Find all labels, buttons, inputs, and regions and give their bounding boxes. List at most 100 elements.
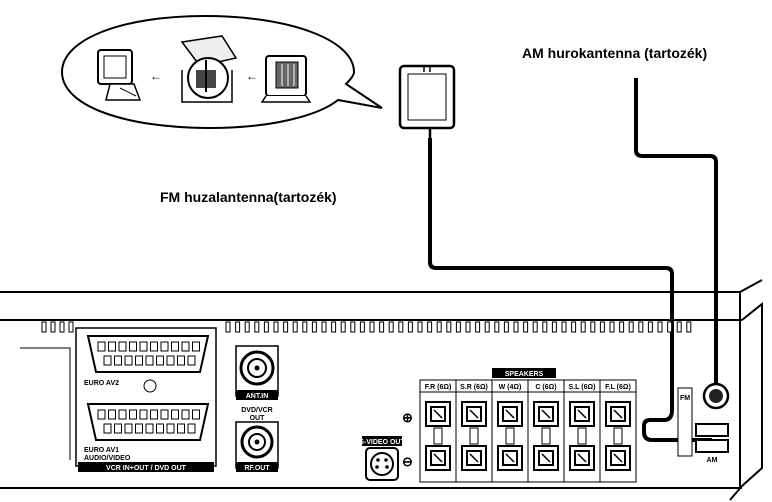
loop-antenna-base-icon xyxy=(260,55,312,103)
s-video-out-label: S-VIDEO OUT xyxy=(359,439,405,446)
antenna-assembly-inset: ← ← xyxy=(60,14,383,130)
ant-in-label: ANT.IN xyxy=(246,393,269,400)
vent-slot xyxy=(532,321,538,333)
vent-slot xyxy=(667,321,673,333)
scart-pin xyxy=(181,409,190,420)
vent-slot xyxy=(388,321,394,333)
vent-slot xyxy=(503,321,509,333)
vent-slot xyxy=(225,321,231,333)
scart-pin xyxy=(177,355,185,366)
scart-pin xyxy=(97,341,106,352)
speaker-terminal-slot xyxy=(613,409,623,419)
am-terminal-label: AM xyxy=(707,457,718,464)
speaker-terminal-slot xyxy=(505,409,515,419)
scart-pin xyxy=(160,409,169,420)
arrow-left-icon: ← xyxy=(150,69,162,83)
scart-pin xyxy=(97,409,106,420)
scart-pin xyxy=(187,423,196,434)
vent-slot xyxy=(436,321,442,333)
scart-pin xyxy=(171,409,179,420)
scart-pin xyxy=(156,423,164,434)
vent-slot xyxy=(302,321,308,333)
vent-slot xyxy=(379,321,385,333)
scart-pin xyxy=(177,423,185,434)
scart-pin xyxy=(187,355,196,366)
vent-slot xyxy=(446,321,452,333)
speaker-terminal-slot xyxy=(433,453,443,463)
euro-av1-label: EURO AV1 xyxy=(84,447,119,454)
vent-slot xyxy=(407,321,413,333)
ventilation-slots xyxy=(41,321,692,333)
speaker-terminal-slot xyxy=(469,453,479,463)
speaker-terminal-slot xyxy=(577,453,587,463)
scart-pin xyxy=(108,409,116,420)
speaker-terminal-link xyxy=(577,427,587,445)
speaker-terminal-link xyxy=(613,427,623,445)
fm-am-antenna-terminals[interactable]: FM AM xyxy=(677,382,730,464)
euro-av2-label: EURO AV2 xyxy=(84,380,119,387)
scart-pin xyxy=(160,341,169,352)
vent-slot xyxy=(513,321,519,333)
receiver-rear-panel xyxy=(0,279,763,501)
vent-slot xyxy=(628,321,634,333)
scart-pin xyxy=(166,355,175,366)
vent-slot xyxy=(657,321,663,333)
scart-pin xyxy=(124,355,133,366)
speaker-terminal-link xyxy=(541,427,551,445)
scart-pin xyxy=(114,423,122,434)
vent-slot xyxy=(273,321,279,333)
speaker-terminal-slot xyxy=(541,453,551,463)
euro-av1-sublabel: AUDIO/VIDEO xyxy=(84,455,131,462)
vent-slot xyxy=(292,321,298,333)
s-video-out-jack[interactable]: S-VIDEO OUT xyxy=(359,436,405,481)
speaker-channel-label: W (4Ω) xyxy=(499,384,522,391)
loop-antenna-assembled-icon xyxy=(97,49,142,101)
fm-antenna-label: FM huzalantenna(tartozék) xyxy=(160,189,337,205)
vent-slot xyxy=(609,321,615,333)
vent-slot xyxy=(580,321,586,333)
speaker-channel-label: C (6Ω) xyxy=(535,384,556,391)
vcr-dvd-bar-label: VCR IN+OUT / DVD OUT xyxy=(106,465,187,472)
vent-slot xyxy=(619,321,625,333)
vent-slot xyxy=(359,321,365,333)
fm-antenna-cable xyxy=(428,138,712,442)
rf-out-jack[interactable]: RF.OUT xyxy=(235,421,279,472)
euro-av2-scart-connector[interactable]: EURO AV2 xyxy=(75,327,217,467)
vent-slot xyxy=(494,321,500,333)
ant-in-jack[interactable]: ANT.IN xyxy=(235,345,279,400)
antenna-mount-closeup-icon xyxy=(180,35,238,103)
scart-pin xyxy=(108,341,116,352)
fm-terminal-label: FM xyxy=(680,395,690,402)
scart-pin xyxy=(135,355,143,366)
vent-slot xyxy=(50,321,56,333)
scart-pin xyxy=(156,355,164,366)
speaker-terminal-slot xyxy=(469,409,479,419)
vent-slot xyxy=(41,321,47,333)
scart-pin xyxy=(139,409,148,420)
scart-pin xyxy=(145,423,154,434)
scart-pin xyxy=(135,423,143,434)
vent-slot xyxy=(350,321,356,333)
scart-pin xyxy=(171,341,179,352)
euro-av1-scart-connector[interactable]: EURO AV1 AUDIO/VIDEO VCR IN+OUT / DVD OU… xyxy=(78,403,214,472)
am-antenna-cable xyxy=(634,78,718,400)
scart-pin xyxy=(166,423,175,434)
speaker-channel-label: F.L (6Ω) xyxy=(605,384,631,391)
vent-slot xyxy=(369,321,375,333)
vent-slot xyxy=(465,321,471,333)
speaker-terminal-slot xyxy=(577,409,587,419)
vent-slot xyxy=(571,321,577,333)
vent-slot xyxy=(263,321,269,333)
speaker-terminal-slot xyxy=(505,453,515,463)
vent-slot xyxy=(638,321,644,333)
speaker-channel-label: F.R (6Ω) xyxy=(425,384,452,391)
vent-slot xyxy=(590,321,596,333)
arrow-left-icon-2: ← xyxy=(246,69,258,83)
speaker-channel-label: S.L (6Ω) xyxy=(569,384,596,391)
speakers-terminal-block: SPEAKERS ⊕ ⊖ F.R (6Ω)S.R (6Ω)W (4Ω)C (6Ω… xyxy=(402,368,637,483)
vent-slot xyxy=(283,321,289,333)
vent-slot xyxy=(59,321,65,333)
vent-slot xyxy=(599,321,605,333)
speaker-terminal-slot xyxy=(613,453,623,463)
